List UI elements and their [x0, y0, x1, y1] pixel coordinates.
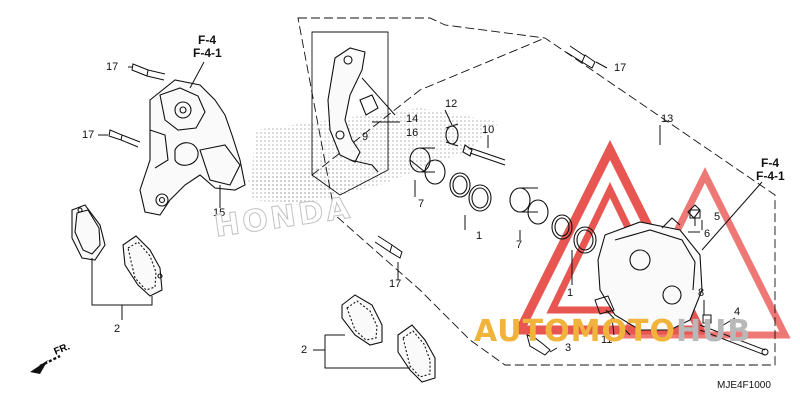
- callout-3: 3: [565, 342, 572, 354]
- bolt-17-top-right: [565, 45, 596, 69]
- callout-16: 16: [406, 127, 419, 139]
- watermark-part-hub: HUB: [675, 314, 752, 349]
- spring-3: [526, 334, 551, 356]
- piston-seal-lower: [551, 214, 597, 254]
- callout-11: 11: [601, 334, 613, 346]
- callout-bracket-2-lower: [313, 334, 410, 369]
- ref-label-f41-left: F-4-1: [193, 46, 222, 60]
- caliper-body-right: [597, 204, 703, 331]
- bracket-kit-box: [311, 31, 389, 196]
- cap-8: [702, 314, 712, 324]
- ref-label-f41-right: F-4-1: [756, 169, 785, 183]
- ref-label-f4-right: F-4: [761, 156, 779, 170]
- callout-1-lower: 1: [567, 287, 574, 299]
- callout-14: 14: [406, 113, 419, 125]
- caliper-bracket-left: [139, 79, 246, 216]
- caliper-support-bracket: [327, 47, 379, 173]
- bleeder-screw: [689, 209, 701, 226]
- bolt-17-lower: [374, 235, 403, 259]
- callout-9: 9: [362, 131, 369, 143]
- brake-pad-left-2: [122, 235, 163, 297]
- front-arrow-icon: [30, 354, 61, 374]
- ref-label-f4-left: F-4: [198, 33, 216, 47]
- callout-8: 8: [698, 287, 705, 299]
- bolt-17-mid-left: [108, 129, 141, 148]
- brake-pad-left-1: [71, 204, 106, 261]
- brake-pad-lower-2: [397, 324, 436, 383]
- callout-10: 10: [482, 124, 495, 136]
- callout-1-upper: 1: [476, 230, 483, 242]
- watermark-part-automoto: AUTOMOTO: [474, 314, 676, 349]
- automotohub-watermark: AUTOMOTOHUB: [474, 314, 751, 349]
- callout-5: 5: [714, 211, 721, 223]
- piston-upper: [409, 147, 446, 185]
- callout-2-left: 2: [114, 323, 121, 335]
- pad-pin-4: [699, 324, 769, 356]
- diagram-code: MJE4F1000: [717, 380, 771, 391]
- callout-7-lower: 7: [516, 239, 523, 251]
- callout-17-mid-left: 17: [82, 129, 95, 141]
- leader-lines: [98, 61, 763, 353]
- caliper-assembly-box: [297, 17, 776, 366]
- callout-4: 4: [734, 306, 741, 318]
- callout-17-top-right: 17: [614, 62, 627, 74]
- piston-lower: [509, 187, 549, 225]
- callout-12: 12: [445, 98, 458, 110]
- honda-wing-watermark: [240, 108, 500, 205]
- brake-pad-lower-1: [341, 294, 383, 346]
- callout-17-top-left: 17: [106, 61, 119, 73]
- callout-13: 13: [661, 113, 674, 125]
- callout-bracket-2-left: [91, 258, 153, 320]
- callout-15: 15: [213, 207, 226, 219]
- callout-6: 6: [704, 228, 711, 240]
- pin-bolt: [445, 123, 506, 166]
- piston-seal-upper: [449, 172, 492, 212]
- bolt-17-top-left: [131, 63, 166, 81]
- callout-2-lower: 2: [301, 344, 308, 356]
- bolt-11: [594, 295, 631, 336]
- callout-7-upper: 7: [418, 198, 425, 210]
- callout-17-lower: 17: [389, 278, 402, 290]
